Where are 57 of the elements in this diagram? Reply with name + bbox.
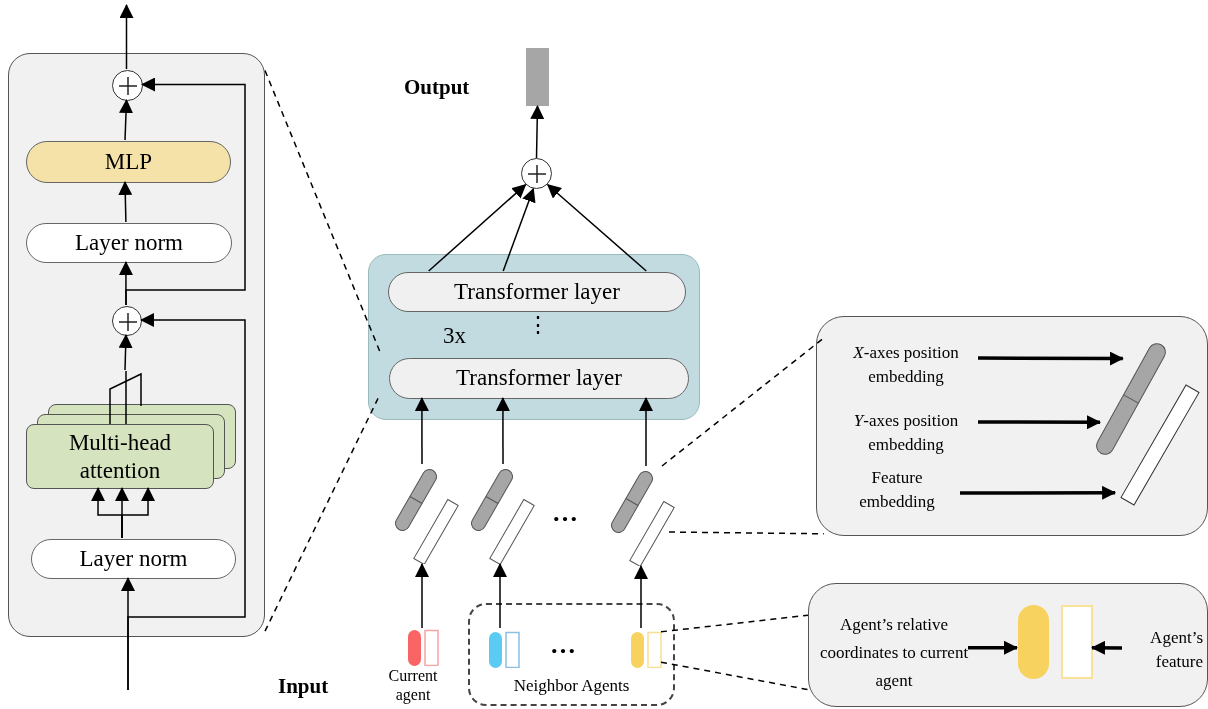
input-label: Input — [278, 676, 329, 697]
embedding-label: Y-axes position embedding — [833, 409, 979, 459]
arrow — [968, 640, 1018, 655]
attention-stack — [26, 371, 236, 489]
repeat-label: 3x — [443, 322, 466, 350]
transformer-block — [368, 254, 700, 420]
arrow — [121, 487, 156, 539]
feature-label: Agent’s feature — [1123, 626, 1203, 674]
zoom-line — [668, 531, 825, 535]
arrow — [960, 485, 1117, 500]
attention-label: Multi-head attention — [67, 428, 173, 485]
arrow — [119, 4, 134, 70]
zoom-line — [661, 337, 825, 467]
zoom-line — [660, 661, 809, 691]
embedding-label: Feature embedding — [833, 466, 961, 516]
mlp-box: MLP — [26, 141, 231, 183]
transformer-layer-box: Transformer layer — [388, 272, 686, 312]
arrow — [127, 313, 246, 691]
arrow — [414, 397, 429, 465]
arrow — [502, 187, 536, 272]
agent-vector-drawing — [487, 630, 520, 668]
output-bar — [526, 48, 549, 106]
zoom-line — [660, 614, 809, 633]
layer-norm-box: Layer norm — [31, 539, 236, 579]
agent-caption: Current agent — [387, 666, 439, 704]
arrow — [415, 563, 429, 629]
zoom-line — [264, 397, 379, 632]
arrow — [495, 397, 510, 465]
arrow — [978, 351, 1124, 366]
module-panel — [8, 53, 265, 637]
ellipsis: … — [552, 500, 578, 526]
arrow — [118, 181, 133, 223]
coordinates-label: Agent’s relative coordinates to current agent — [819, 611, 969, 695]
arrow — [530, 105, 545, 159]
zoom-line — [264, 69, 381, 353]
agent-vector-drawing — [629, 630, 663, 668]
ellipsis: ⋮ — [527, 314, 549, 336]
arrow — [978, 415, 1101, 430]
group-label: Neighbor Agents — [512, 674, 631, 697]
arrow — [634, 565, 648, 629]
arrow — [493, 563, 507, 629]
output-label: Output — [404, 74, 470, 101]
transformer-layer-box: Transformer layer — [389, 358, 689, 399]
arrow — [1091, 640, 1122, 655]
arrow — [118, 334, 133, 371]
agent-detail-panel — [808, 583, 1208, 707]
feature-rect — [1061, 605, 1093, 679]
arrow — [639, 397, 653, 467]
embedding-label: X-axes position embedding — [833, 341, 979, 391]
neighbor-group — [468, 603, 675, 706]
embedding-detail-panel — [816, 316, 1208, 536]
ellipsis: … — [550, 632, 576, 658]
arrow — [125, 77, 246, 306]
layer-norm-box: Layer norm — [26, 223, 232, 263]
arrow — [119, 99, 133, 141]
coordinate-pill — [1018, 605, 1049, 679]
agent-vector-drawing — [406, 628, 441, 666]
